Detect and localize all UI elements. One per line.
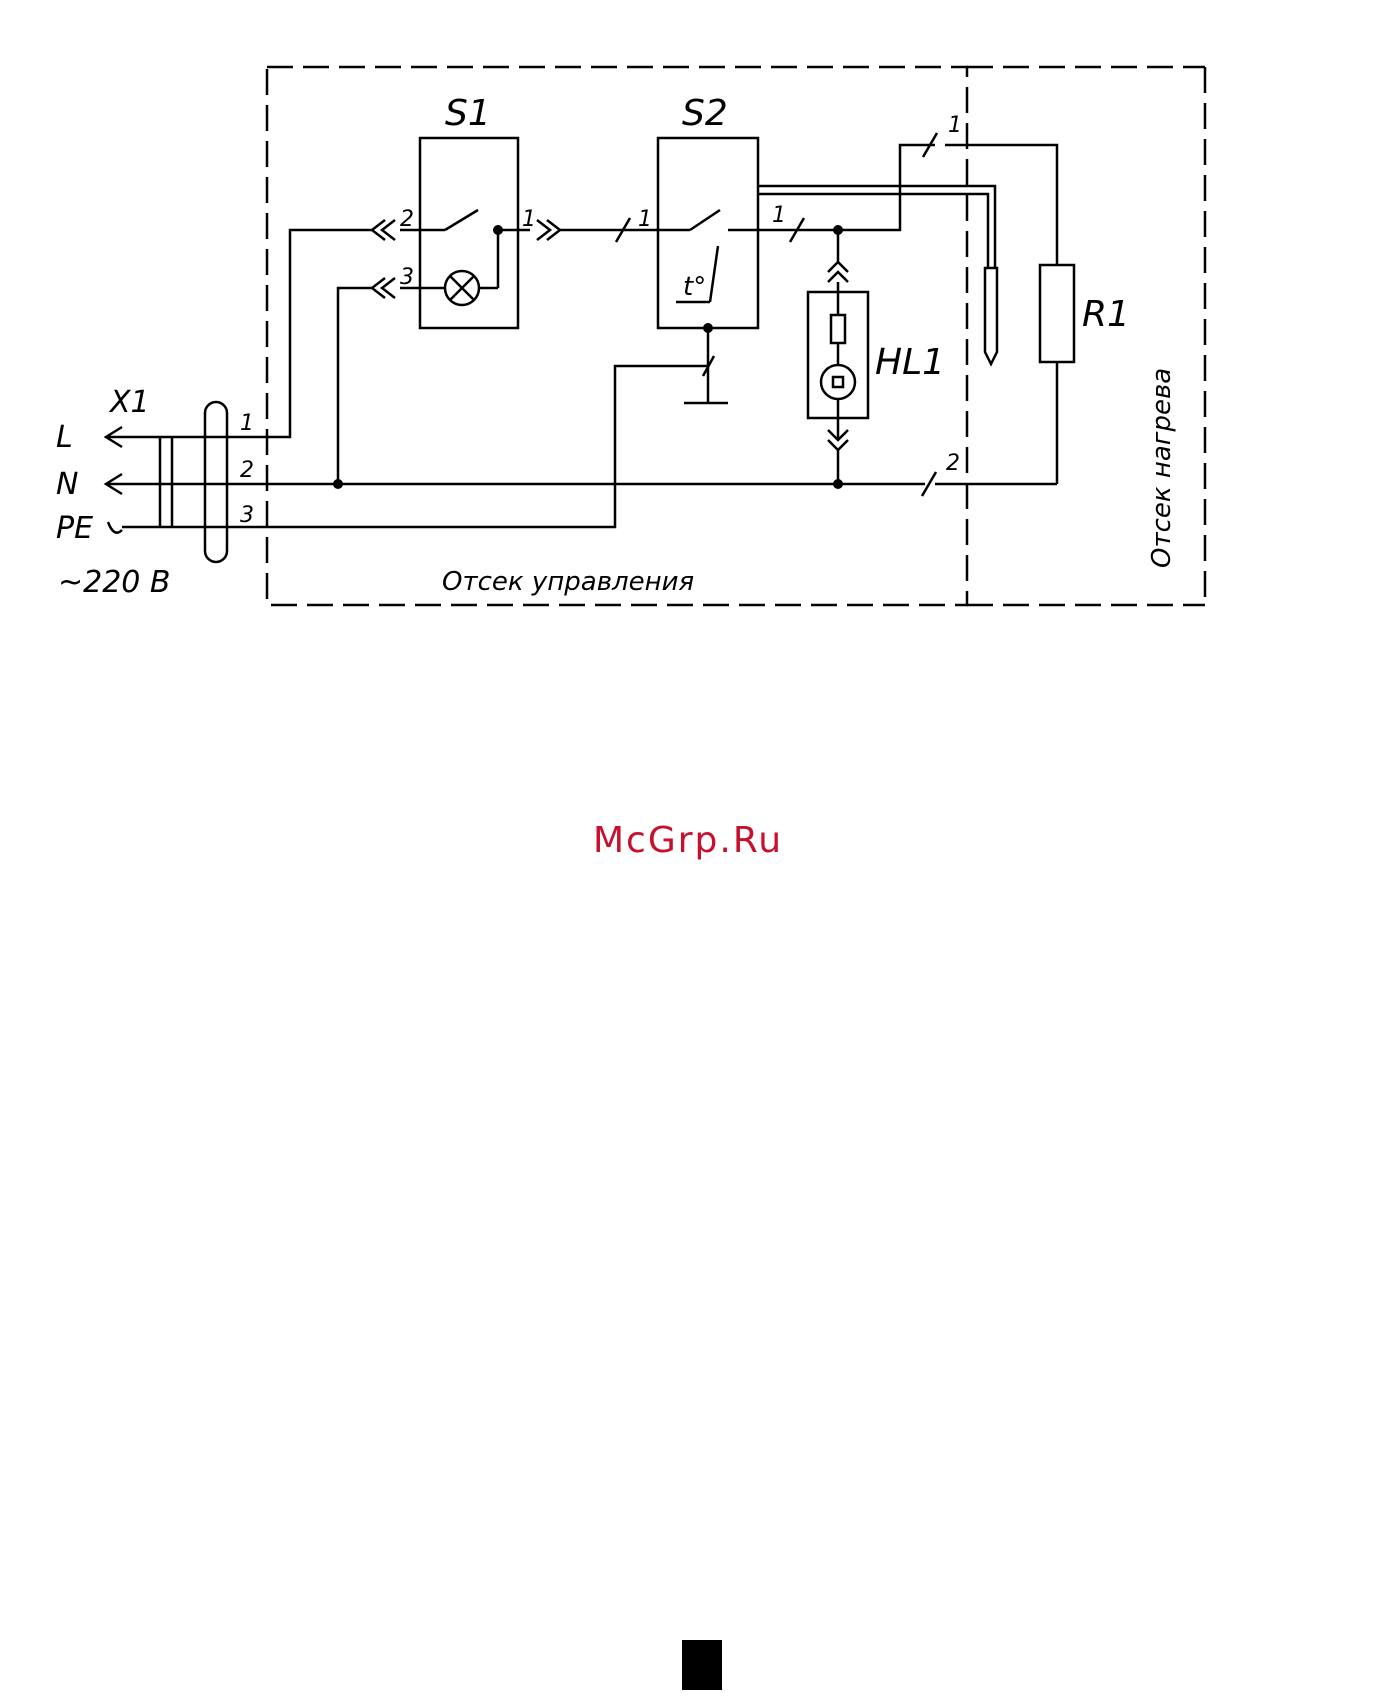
- s2-thermostat: [658, 138, 758, 403]
- wire-n: [106, 288, 925, 484]
- s1-pin-2: 2: [400, 207, 414, 232]
- s1-label: S1: [445, 93, 491, 134]
- wire-pe: [122, 366, 698, 527]
- sensor-capillary: [758, 186, 997, 364]
- hl1-indicator: [808, 230, 868, 484]
- s2-pin-out: 1: [772, 203, 786, 228]
- s1-switch: [372, 138, 560, 328]
- heater-terminal-1: 1: [948, 113, 962, 138]
- r1-heater: [1040, 265, 1074, 362]
- wire-s2-out: [758, 133, 1057, 496]
- s1-pin-1: 1: [522, 207, 536, 232]
- s2-label: S2: [682, 93, 728, 134]
- junction-dot: [333, 479, 343, 489]
- s2-pin-1: 1: [638, 207, 652, 232]
- circuit-diagram: X1 S1 S2 HL1 R1 L N PE ~220 В 1 2 3 2 1 …: [0, 0, 1376, 700]
- junction-dot: [703, 323, 713, 333]
- control-compartment-label: Отсек управления: [442, 567, 694, 597]
- junction-dot: [833, 225, 843, 235]
- x1-pin-3: 3: [240, 503, 254, 528]
- thermostat-symbol: t°: [683, 272, 706, 302]
- s1-pin-3: 3: [400, 265, 414, 290]
- hl1-label: HL1: [875, 342, 945, 383]
- x1-label: X1: [108, 385, 150, 420]
- x1-connector: [106, 402, 227, 562]
- r1-label: R1: [1082, 294, 1130, 335]
- heating-compartment-label: Отсек нагрева: [1147, 368, 1177, 568]
- watermark-text: McGrp.Ru: [0, 820, 1376, 861]
- supply-pe-label: PE: [56, 511, 93, 546]
- control-compartment-border: [267, 67, 967, 605]
- supply-n-label: N: [56, 467, 78, 502]
- page-marker: [682, 1640, 722, 1690]
- supply-l-label: L: [56, 420, 73, 455]
- heater-terminal-2: 2: [946, 451, 960, 476]
- junction-dot: [833, 479, 843, 489]
- x1-pin-2: 2: [240, 458, 254, 483]
- x1-pin-1: 1: [240, 411, 254, 436]
- voltage-label: ~220 В: [58, 565, 171, 600]
- junction-dot: [493, 225, 503, 235]
